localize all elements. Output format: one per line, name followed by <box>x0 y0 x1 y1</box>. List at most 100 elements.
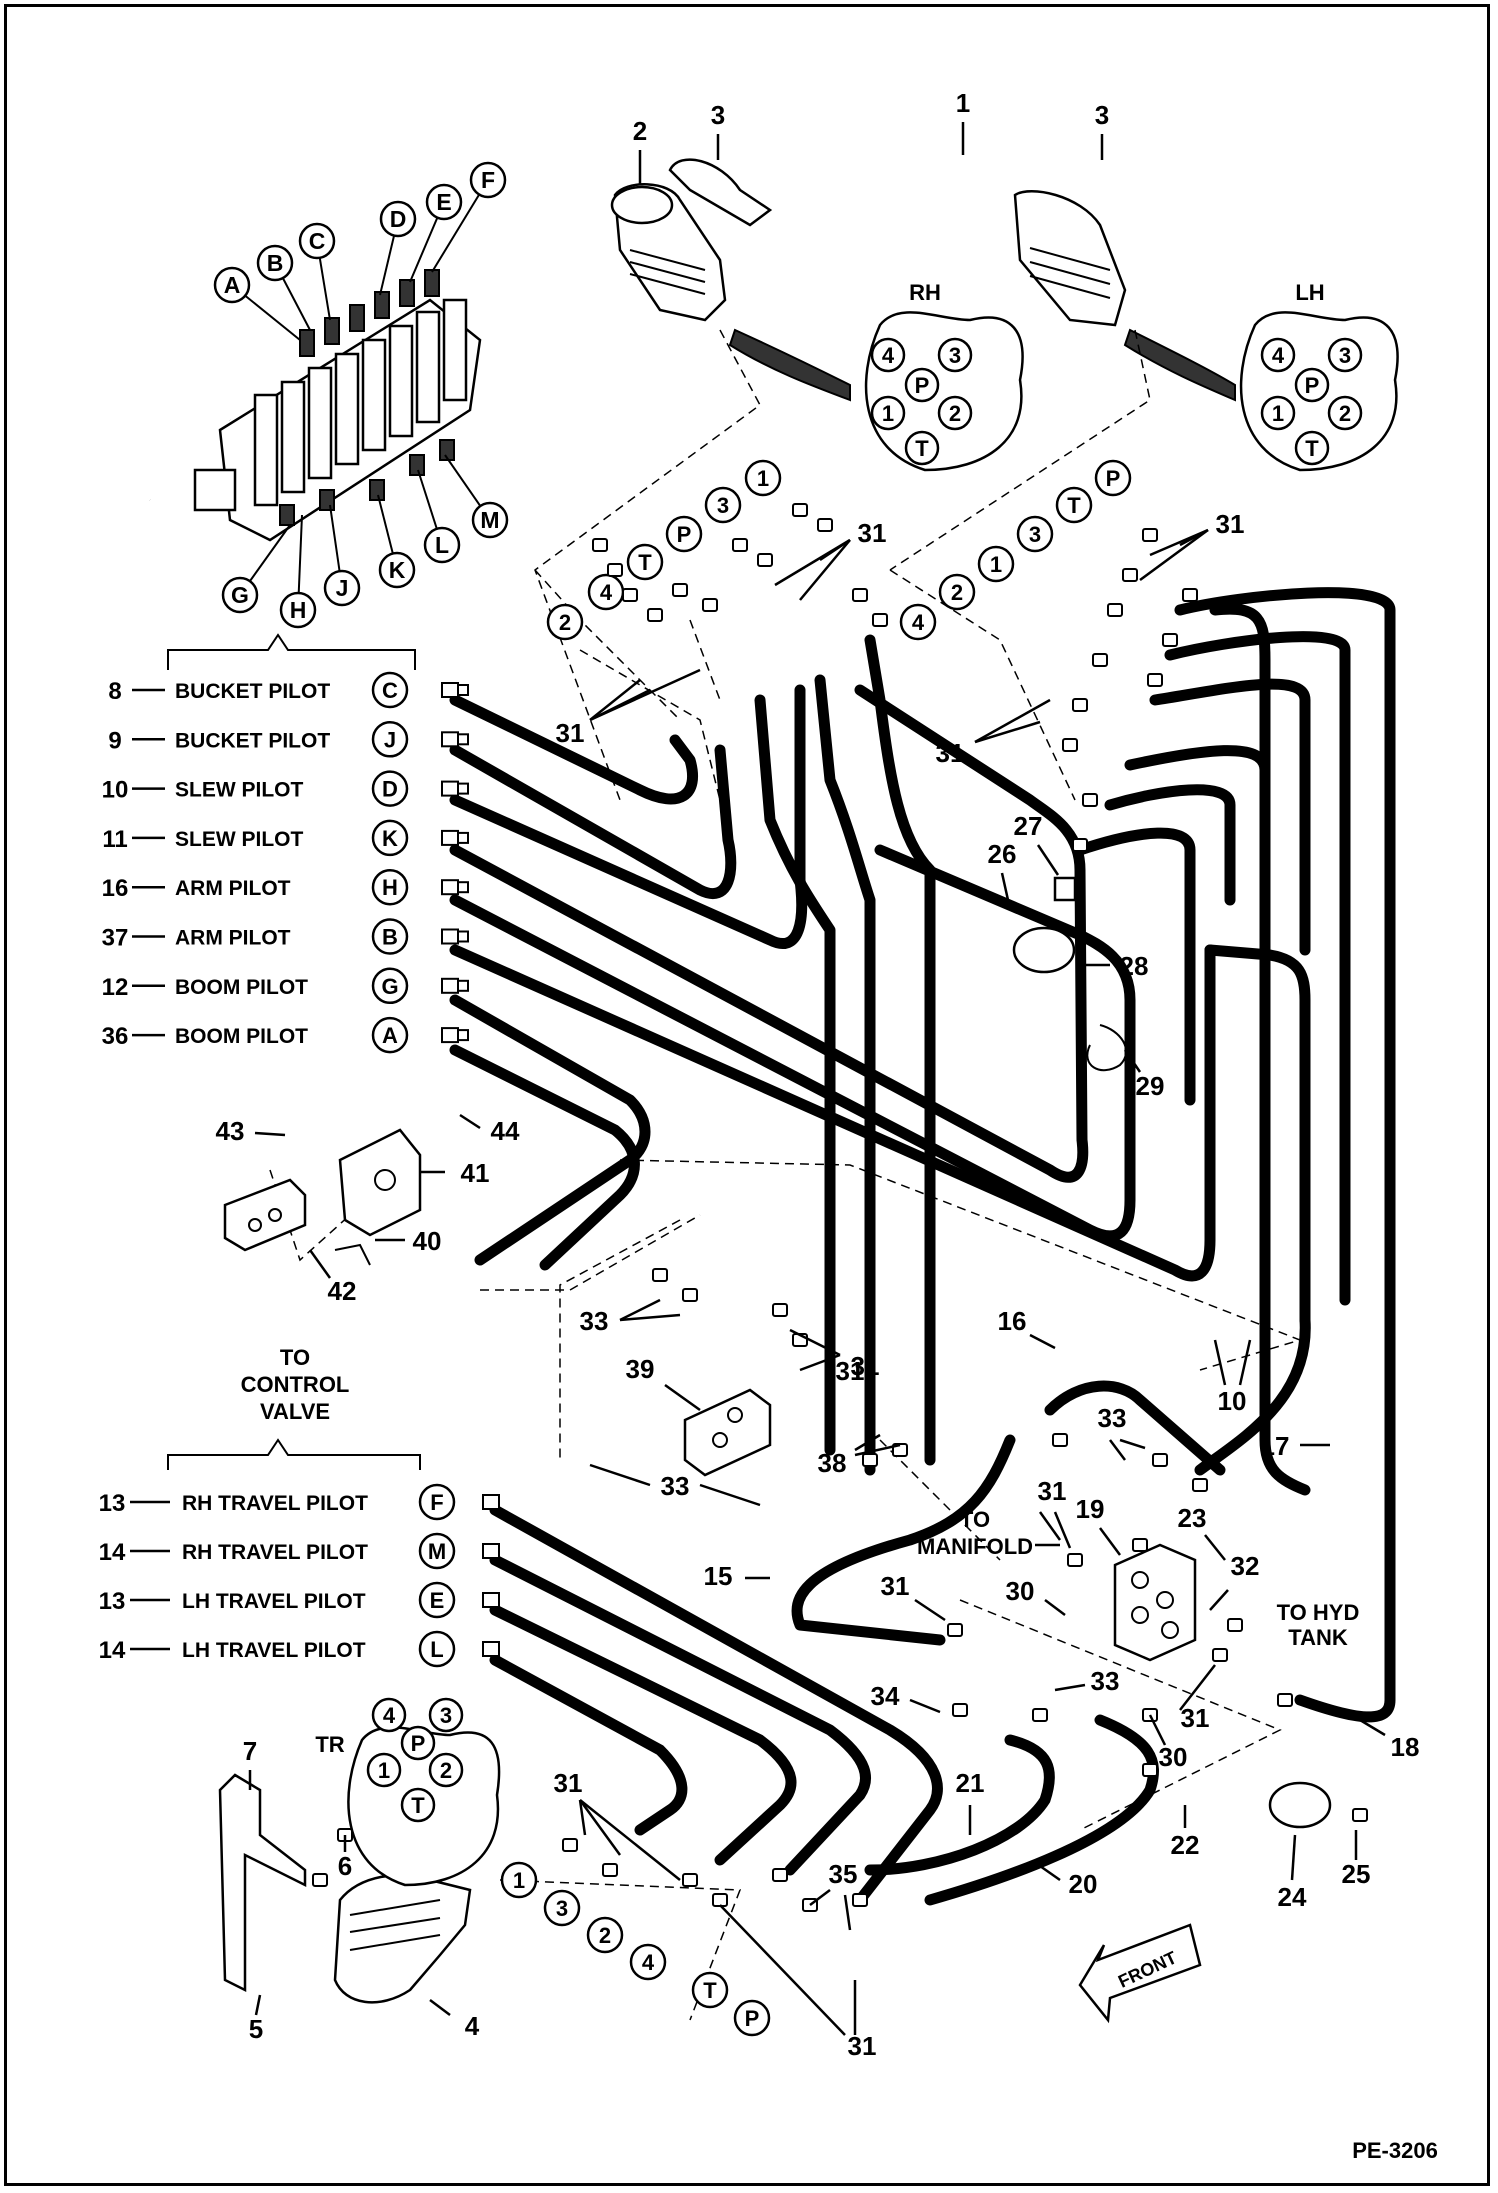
pilot-line-number: 36 <box>102 1023 129 1050</box>
svg-text:T: T <box>1305 436 1319 461</box>
svg-text:CONTROL: CONTROL <box>241 1372 350 1397</box>
svg-text:2: 2 <box>1339 401 1351 426</box>
hose-loop-outer <box>1174 587 1396 1723</box>
hose-rh-1 <box>864 634 936 1466</box>
svg-text:3: 3 <box>1095 100 1109 130</box>
travel-line-number: 14 <box>99 1637 126 1664</box>
valve-port-letters: A B C D E F G H J K L M <box>213 161 509 629</box>
svg-text:31: 31 <box>556 718 585 748</box>
svg-text:TO: TO <box>280 1345 310 1370</box>
tr-pin-1: 1 <box>366 1752 402 1788</box>
svg-text:35: 35 <box>829 1859 858 1889</box>
svg-text:2: 2 <box>633 116 647 146</box>
travel-group-bracket <box>167 1438 421 1470</box>
svg-text:6: 6 <box>338 1851 352 1881</box>
svg-text:10: 10 <box>1218 1386 1247 1416</box>
mount-bracket <box>218 1773 307 1993</box>
svg-text:G: G <box>231 582 249 608</box>
svg-text:23: 23 <box>1178 1503 1207 1533</box>
valve-port-c: C <box>298 222 336 321</box>
svg-text:33: 33 <box>661 1471 690 1501</box>
hose-37 <box>449 944 1216 1282</box>
svg-text:2: 2 <box>951 580 963 605</box>
svg-text:P: P <box>1106 466 1121 491</box>
valve-port-h: H <box>279 514 317 629</box>
svg-text:30: 30 <box>1006 1576 1035 1606</box>
pilot-manifold <box>1113 1543 1197 1662</box>
svg-text:33: 33 <box>580 1306 609 1336</box>
pilot-line-name: SLEW PILOT <box>175 828 304 851</box>
svg-text:TANK: TANK <box>1288 1625 1348 1650</box>
pilot-line-number: 16 <box>102 875 129 902</box>
svg-text:31: 31 <box>1181 1703 1210 1733</box>
control-valve-assembly <box>101 269 482 542</box>
svg-text:2: 2 <box>599 1923 611 1948</box>
svg-text:20: 20 <box>1069 1869 1098 1899</box>
hose-13-lh <box>489 1604 797 1866</box>
front-arrow: FRONT <box>1078 1923 1202 2024</box>
svg-text:1: 1 <box>1272 401 1284 426</box>
svg-text:28: 28 <box>1120 951 1149 981</box>
svg-text:40: 40 <box>413 1226 442 1256</box>
svg-text:34: 34 <box>871 1681 900 1711</box>
svg-text:31: 31 <box>554 1768 583 1798</box>
svg-text:M: M <box>480 507 499 533</box>
svg-text:4: 4 <box>642 1950 655 1975</box>
port-circle <box>418 1630 456 1668</box>
valve-port-m: M <box>444 454 509 539</box>
lh-pin-p: P <box>1294 367 1330 403</box>
tr-pin-4: 4 <box>371 1697 407 1733</box>
port-circle <box>371 868 409 906</box>
hose-14-rh <box>489 1554 871 1876</box>
svg-text:D: D <box>390 206 407 232</box>
svg-text:31: 31 <box>936 738 965 768</box>
svg-text:24: 24 <box>1278 1882 1307 1912</box>
svg-text:C: C <box>309 228 326 254</box>
pilot-line-port: B <box>382 925 398 950</box>
svg-text:T: T <box>703 1978 717 2003</box>
svg-text:E: E <box>436 189 451 215</box>
svg-text:31: 31 <box>1216 509 1245 539</box>
svg-text:42: 42 <box>328 1276 357 1306</box>
pilot-line-number: 37 <box>102 925 129 952</box>
svg-text:16: 16 <box>998 1306 1027 1336</box>
hose-15 <box>791 1434 1016 1646</box>
port-circle <box>418 1532 456 1570</box>
svg-text:TO HYD: TO HYD <box>1277 1600 1360 1625</box>
hose-loop-2 <box>1164 631 1351 1306</box>
svg-text:F: F <box>481 167 495 193</box>
valve-port-d: D <box>379 200 417 296</box>
lh-pin-t: T <box>1294 430 1330 466</box>
tr-connector-diagram: 4 3 P 1 2 T <box>347 1697 501 1887</box>
svg-text:B: B <box>267 250 284 276</box>
svg-text:2: 2 <box>949 401 961 426</box>
to-manifold-note: TO MANIFOLD <box>917 1507 1060 1559</box>
hose-11 <box>449 684 1089 1183</box>
svg-text:32: 32 <box>1231 1551 1260 1581</box>
pilot-line-name: BUCKET PILOT <box>175 729 330 752</box>
svg-text:4: 4 <box>912 610 925 635</box>
travel-line-name: LH TRAVEL PILOT <box>182 1639 366 1662</box>
hose-right-return <box>1194 1314 1311 1476</box>
svg-text:K: K <box>389 557 406 583</box>
travel-line-name: RH TRAVEL PILOT <box>182 1492 368 1515</box>
hose-36 <box>449 1044 640 1271</box>
svg-text:3: 3 <box>556 1896 568 1921</box>
svg-text:31: 31 <box>881 1571 910 1601</box>
valve-port-j: J <box>323 504 361 607</box>
travel-line-port: L <box>430 1637 443 1662</box>
svg-text:18: 18 <box>1391 1732 1420 1762</box>
port-circle <box>371 770 409 807</box>
svg-text:25: 25 <box>1342 1859 1371 1889</box>
svg-text:31: 31 <box>851 1351 880 1381</box>
travel-line-port: M <box>428 1539 446 1564</box>
hose-loop-4 <box>1124 745 1271 906</box>
tr-label: TR <box>315 1732 344 1757</box>
svg-text:26: 26 <box>988 839 1017 869</box>
lh-pin-4: 4 <box>1260 337 1296 373</box>
svg-text:31: 31 <box>836 1356 865 1386</box>
